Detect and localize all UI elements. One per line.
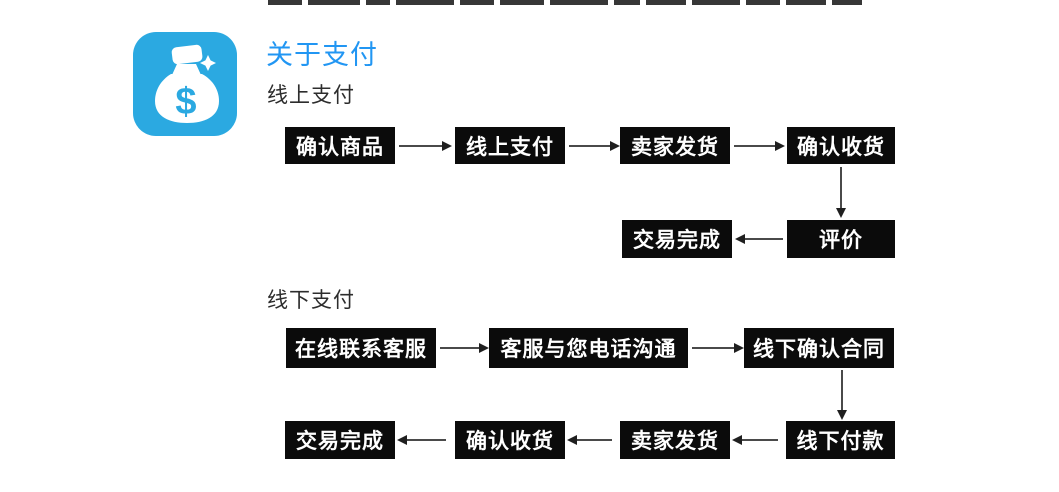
flow-node-seller-ship: 卖家发货 [620, 421, 730, 459]
arrow-right-icon [440, 343, 489, 353]
money-bag-icon: $ [133, 32, 237, 136]
arrow-left-icon [732, 435, 778, 445]
arrow-down-icon [837, 370, 847, 420]
online-section-label: 线上支付 [267, 84, 355, 107]
flow-node-confirm-receipt: 确认收货 [787, 127, 895, 164]
arrow-right-icon [734, 141, 785, 151]
arrow-right-icon [569, 141, 620, 151]
flow-node-deal-complete: 交易完成 [622, 220, 732, 258]
flow-node-phone-communication: 客服与您电话沟通 [489, 328, 688, 368]
flow-node-confirm-receipt: 确认收货 [455, 421, 565, 459]
flow-node-contact-service: 在线联系客服 [286, 328, 436, 368]
arrow-left-icon [567, 435, 612, 445]
dollar-symbol: $ [175, 81, 196, 123]
flow-node-confirm-goods: 确认商品 [285, 127, 395, 164]
arrow-right-icon [399, 141, 452, 151]
offline-section-label: 线下支付 [267, 289, 355, 312]
flow-node-online-pay: 线上支付 [455, 127, 565, 164]
flow-node-seller-ship: 卖家发货 [620, 127, 730, 164]
money-bag-icon-svg: $ [133, 32, 237, 136]
cropped-text-remnant [0, 0, 1059, 6]
flow-node-offline-contract: 线下确认合同 [744, 328, 894, 368]
arrow-down-icon [836, 167, 846, 218]
flow-node-offline-payment: 线下付款 [786, 421, 895, 459]
arrow-right-icon [692, 343, 744, 353]
arrow-left-icon [397, 435, 446, 445]
flow-node-deal-complete: 交易完成 [285, 421, 395, 459]
page-title: 关于支付 [266, 40, 378, 70]
flow-node-evaluate: 评价 [787, 220, 895, 258]
arrow-left-icon [735, 234, 783, 244]
